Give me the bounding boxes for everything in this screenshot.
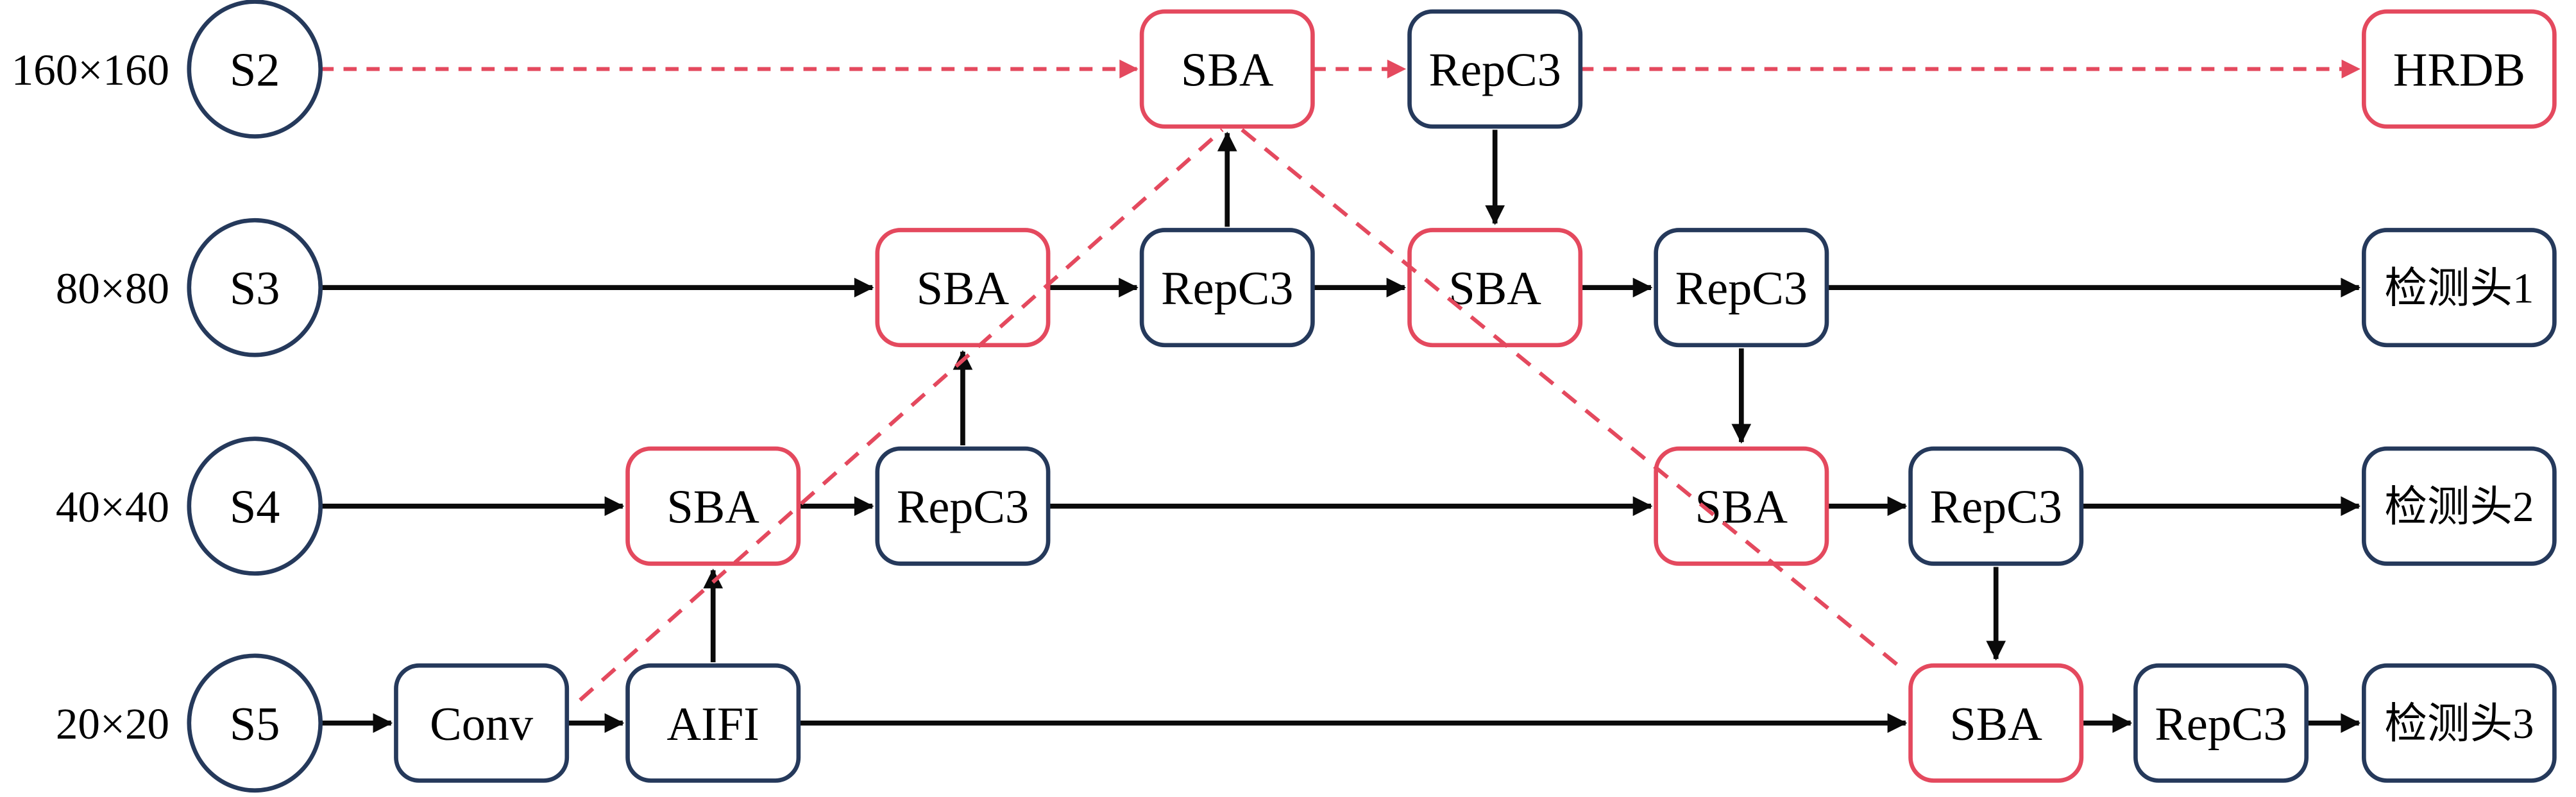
stage-circle-s4: [187, 436, 323, 576]
repc3-box-row1: [1407, 9, 1583, 129]
aifi-box: [625, 663, 801, 783]
sba-box-row3b: [1654, 446, 1829, 566]
repc3-row3b-label: RepC3: [1930, 481, 2062, 534]
stage-circle-s2: [187, 0, 323, 139]
edges-layer: [320, 59, 2361, 733]
sba-box-row1: [1139, 9, 1315, 129]
skip-connections-layer: [579, 128, 1904, 702]
row-label-80: 80×80: [56, 263, 169, 313]
detect-head1-label: 检测头1: [2384, 265, 2534, 312]
sba-box-row2a: [875, 228, 1051, 348]
sba-row3a-label: SBA: [666, 481, 759, 534]
hrdb-label: HRDB: [2393, 44, 2525, 97]
repc3-box-row3a: [875, 446, 1051, 566]
detect-head1-box: [2362, 228, 2557, 348]
sba-row2b-label: SBA: [1448, 262, 1541, 315]
detect-head3-label: 检测头3: [2384, 701, 2534, 748]
conv-box: [394, 663, 570, 783]
nodes-layer: 160×160 80×80 40×40 20×20 S2 S3 S4 S5 SB…: [12, 0, 2557, 793]
stage-circle-s5: [187, 653, 323, 793]
stage-s3-label: S3: [230, 262, 280, 315]
row-label-40: 40×40: [56, 482, 169, 531]
sba-row2a-label: SBA: [917, 262, 1010, 315]
skip-conv-to-sba-row1-dashed: [579, 128, 1224, 702]
sba-row3b-label: SBA: [1695, 481, 1788, 534]
stage-s4-label: S4: [230, 481, 280, 534]
repc3-box-row2a: [1139, 228, 1315, 348]
aifi-label: AIFI: [667, 698, 759, 751]
row-label-20: 20×20: [56, 699, 169, 748]
conv-label: Conv: [430, 698, 534, 751]
repc3-row2a-label: RepC3: [1161, 262, 1293, 315]
row-label-160: 160×160: [12, 45, 169, 94]
repc3-box-row2b: [1654, 228, 1829, 348]
repc3-box-row3b: [1908, 446, 2084, 566]
repc3-row1-label: RepC3: [1429, 44, 1561, 97]
sba-row4-label: SBA: [1949, 698, 2042, 751]
repc3-row3a-label: RepC3: [897, 481, 1029, 534]
detect-head2-label: 检测头2: [2384, 484, 2534, 531]
detect-head2-box: [2362, 446, 2557, 566]
hrdb-box: [2362, 9, 2557, 129]
sba-row1-label: SBA: [1181, 44, 1274, 97]
repc3-box-row4: [2133, 663, 2309, 783]
stage-s5-label: S5: [230, 698, 280, 751]
sba-box-row4: [1908, 663, 2084, 783]
sba-box-row3a: [625, 446, 801, 566]
skip-sba-row1-to-sba-row4-dashed: [1241, 128, 1904, 671]
repc3-row2b-label: RepC3: [1675, 262, 1808, 315]
repc3-row4-label: RepC3: [2155, 698, 2287, 751]
stage-s2-label: S2: [230, 44, 280, 97]
stage-circle-s3: [187, 218, 323, 357]
sba-box-row2b: [1407, 228, 1583, 348]
detect-head3-box: [2362, 663, 2557, 783]
